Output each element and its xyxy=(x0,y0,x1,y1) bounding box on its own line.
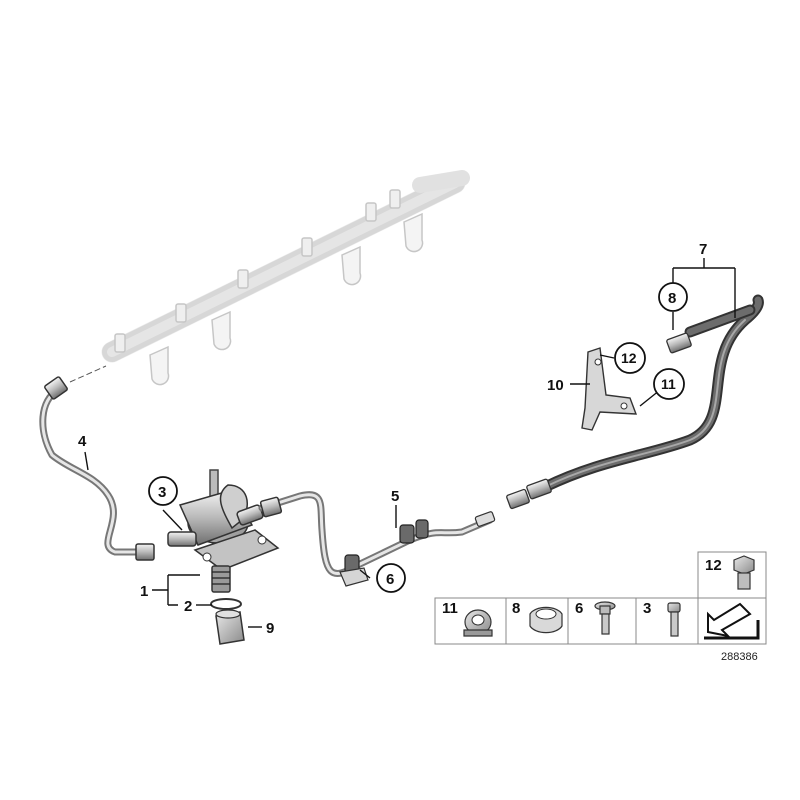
callout-4: 4 xyxy=(78,433,87,450)
callout-6-circle xyxy=(376,563,406,593)
callout-8: 8 xyxy=(668,290,676,307)
callout-7: 7 xyxy=(699,241,707,258)
callout-12: 12 xyxy=(621,350,637,366)
callout-11: 11 xyxy=(661,376,676,392)
legend-label-8: 8 xyxy=(512,600,520,617)
fuel-feed-line-5 xyxy=(258,491,496,587)
legend-label-11: 11 xyxy=(442,600,458,617)
callout-2: 2 xyxy=(184,598,192,615)
legend-label-3: 3 xyxy=(643,600,651,617)
callout-6: 6 xyxy=(386,571,394,588)
legend-label-6: 6 xyxy=(575,600,583,617)
rail-connection-guide xyxy=(69,365,107,383)
o-ring-2 xyxy=(210,598,242,610)
callout-5: 5 xyxy=(391,488,399,505)
fuel-hose-7 xyxy=(506,294,764,510)
callout-10: 10 xyxy=(547,377,564,394)
legend-socket-screw-icon xyxy=(667,602,681,637)
callout-labels: 4 3 1 2 9 5 6 7 8 12 10 11 xyxy=(78,241,707,637)
reference-number: 288386 xyxy=(721,651,758,663)
legend-label-12: 12 xyxy=(705,557,722,574)
legend-arrow-icon xyxy=(704,602,760,640)
callout-8-circle xyxy=(658,282,688,312)
legend-clip-nut-icon xyxy=(463,609,493,637)
leader-lines xyxy=(84,258,736,628)
legend-flange-bolt-icon xyxy=(594,601,616,635)
callout-11-circle xyxy=(653,368,685,400)
callout-12-circle xyxy=(614,342,646,374)
parts-legend: 12 11 8 6 3 xyxy=(434,551,767,645)
fuel-rail xyxy=(101,170,470,386)
callout-3-circle xyxy=(148,476,178,506)
callout-3: 3 xyxy=(158,484,166,501)
callout-9: 9 xyxy=(266,620,274,637)
high-pressure-fuel-pump xyxy=(167,469,280,593)
tappet-9 xyxy=(215,609,245,645)
bracket-10 xyxy=(581,347,638,431)
legend-hex-bolt-icon xyxy=(733,555,755,590)
legend-clamp-ring-icon xyxy=(529,606,563,634)
callout-1: 1 xyxy=(140,583,148,600)
high-pressure-line-4 xyxy=(39,376,155,561)
